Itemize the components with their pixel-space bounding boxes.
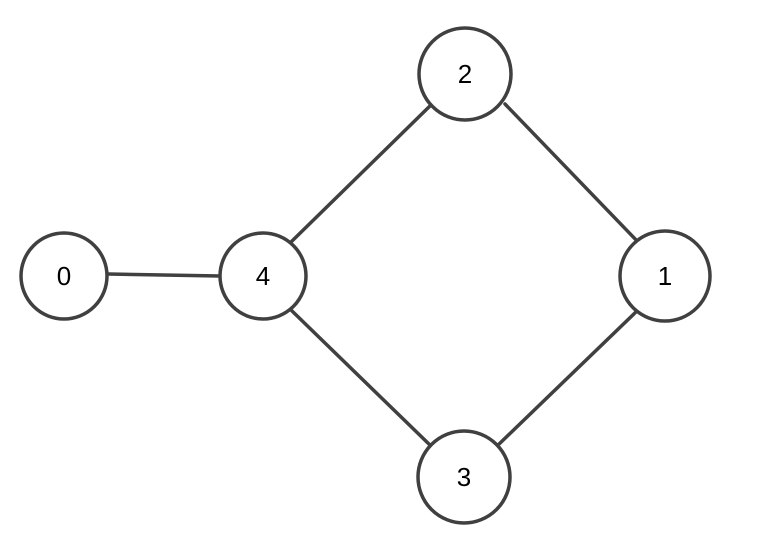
node-0-label: 0 (57, 261, 71, 291)
node-2: 2 (417, 26, 513, 122)
node-4: 4 (218, 231, 308, 321)
nodes-layer: 0 4 2 1 3 (19, 26, 712, 525)
edges-layer (106, 102, 641, 449)
edge-0-4 (106, 272, 222, 278)
edge-4-2 (288, 102, 434, 245)
node-1: 1 (618, 229, 712, 323)
node-0-circle (19, 231, 109, 321)
node-0: 0 (19, 231, 109, 321)
node-3-label: 3 (457, 462, 471, 492)
node-3: 3 (416, 429, 512, 525)
edge-1-3 (494, 307, 641, 449)
node-1-circle (618, 229, 712, 323)
node-3-circle (416, 429, 512, 525)
node-1-label: 1 (658, 261, 672, 291)
node-2-circle (417, 26, 513, 122)
edge-3-4 (288, 307, 434, 449)
node-4-circle (218, 231, 308, 321)
node-2-label: 2 (458, 59, 472, 89)
node-4-label: 4 (256, 261, 270, 291)
edge-2-1 (503, 102, 641, 245)
